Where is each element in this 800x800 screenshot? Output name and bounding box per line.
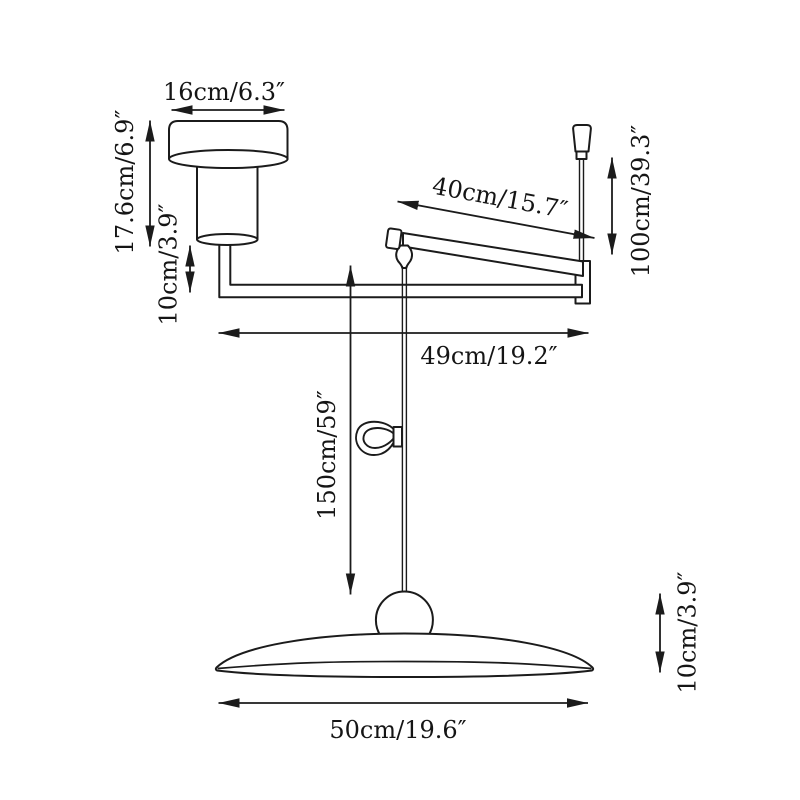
swing-arm-bar <box>402 232 584 277</box>
dim-arm-span-label: 49cm/19.2″ <box>420 342 557 370</box>
dim-canopy-height-label: 17.6cm/6.9″ <box>111 110 139 255</box>
swing-arm-end-cap <box>385 227 403 251</box>
dim-swing-arm-label: 40cm/15.7″ <box>430 172 570 225</box>
shade-body <box>214 632 595 678</box>
dim-shade-diameter: 50cm/19.6″ <box>218 698 588 744</box>
dim-arm-span: 49cm/19.2″ <box>218 328 589 370</box>
canopy-stem <box>196 161 259 241</box>
shade-rim-seam <box>217 660 592 670</box>
canopy-base <box>168 120 289 159</box>
dim-swing-arm: 40cm/15.7″ <box>397 172 595 239</box>
ceiling-hook <box>572 124 592 153</box>
dim-swing-arm-line <box>397 200 595 239</box>
dim-suspension-cable-label: 100cm/39.3″ <box>627 125 655 278</box>
dim-shade-diameter-label: 50cm/19.6″ <box>329 716 466 744</box>
dim-canopy-width-label: 16cm/6.3″ <box>163 78 285 106</box>
dim-canopy-width: 16cm/6.3″ <box>163 78 285 115</box>
dim-cord-drop: 150cm/59″ <box>313 265 356 595</box>
ceiling-hook-collar <box>575 150 588 160</box>
dim-rod-drop-label: 10cm/3.9″ <box>155 203 183 325</box>
suspension-cable <box>578 158 585 262</box>
cord-loop-inner <box>362 427 395 449</box>
dim-suspension-cable: 100cm/39.3″ <box>607 125 655 278</box>
canopy-stem-rim <box>196 233 259 246</box>
dim-canopy-height: 17.6cm/6.9″ <box>111 110 155 255</box>
dim-shade-height: 10cm/3.9″ <box>655 571 702 693</box>
dim-cord-drop-label: 150cm/59″ <box>313 390 341 520</box>
dim-shade-height-label: 10cm/3.9″ <box>674 571 702 693</box>
dim-rod-drop: 10cm/3.9″ <box>155 203 195 325</box>
cord-loop-outer <box>355 420 395 456</box>
canopy-base-rim <box>168 149 289 169</box>
cord-loop-clamp <box>392 426 403 448</box>
